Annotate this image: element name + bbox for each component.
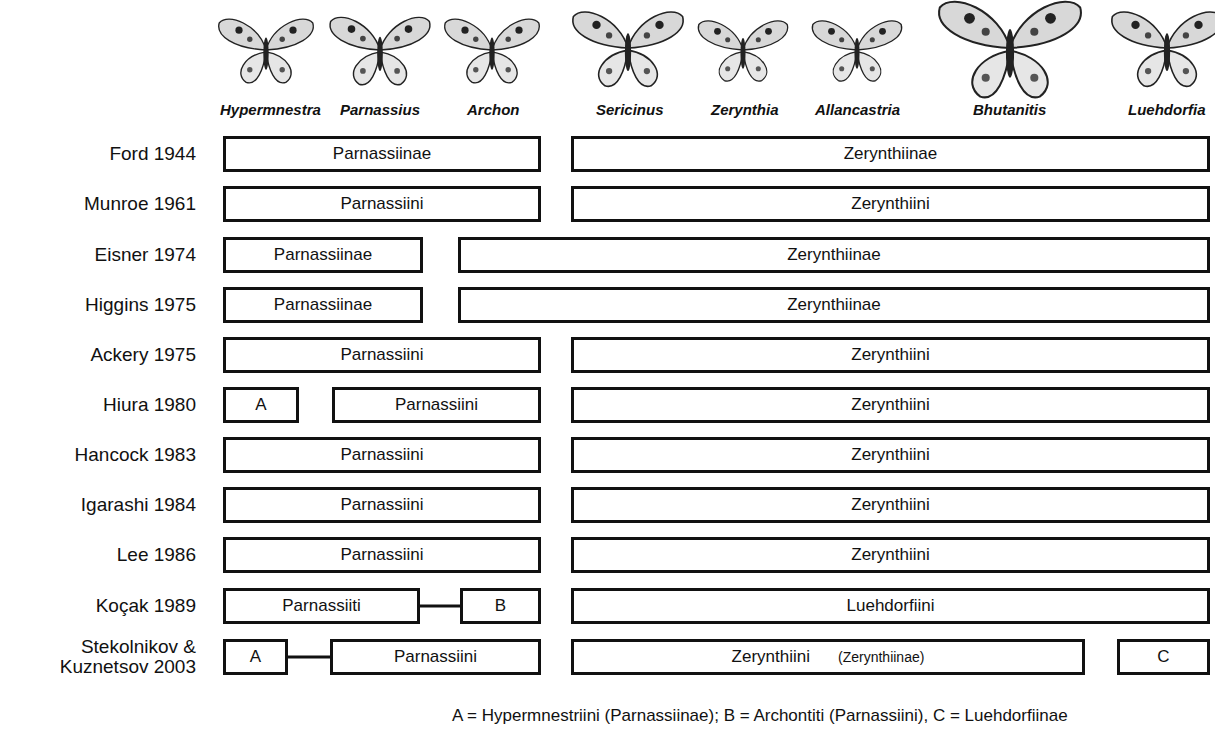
taxon-name: Zerynthiini (851, 194, 929, 214)
taxon-name: Parnassiini (394, 647, 477, 667)
butterfly-illustrations (0, 0, 1215, 100)
taxon-name: Parnassiinae (274, 295, 372, 315)
taxon-box: Parnassiini (332, 387, 541, 423)
legend-note: A = Hypermnestriini (Parnassiinae); B = … (452, 706, 1068, 726)
butterfly-picture (1112, 12, 1215, 86)
taxon-name: Parnassiiti (282, 596, 360, 616)
taxon-name: Parnassiinae (333, 144, 431, 164)
taxon-box: Parnassiini (223, 537, 541, 573)
butterfly-picture (698, 21, 787, 81)
taxon-box: C (1117, 639, 1210, 675)
taxon-name: Zerynthiinae (787, 295, 881, 315)
taxon-name: Parnassiini (340, 345, 423, 365)
genus-name: Archon (467, 101, 520, 118)
butterfly-picture (445, 19, 540, 83)
taxon-name: Zerynthiini (851, 445, 929, 465)
butterfly-picture (219, 19, 314, 83)
taxon-box: Parnassiini (223, 437, 541, 473)
taxon-name: Luehdorfiini (847, 596, 935, 616)
butterfly-picture (939, 2, 1081, 98)
taxon-name: Parnassiini (340, 445, 423, 465)
taxon-name: Zerynthiini (851, 495, 929, 515)
taxon-box: Zerynthiinae (571, 136, 1210, 172)
taxon-box: Zerynthiini (571, 487, 1210, 523)
author-year: Munroe 1961 (0, 182, 196, 226)
taxon-name: Parnassiini (395, 395, 478, 415)
taxon-box: Parnassiini (223, 487, 541, 523)
taxon-box: B (460, 588, 541, 624)
joining-bridge (420, 605, 460, 608)
taxon-name: Zerynthiinae (787, 245, 881, 265)
taxon-name: A (250, 647, 261, 667)
taxon-box: A (223, 387, 299, 423)
taxon-box: Parnassiini (223, 337, 541, 373)
taxon-box: Zerynthiini (571, 337, 1210, 373)
genus-name: Allancastria (815, 101, 900, 118)
genus-name: Luehdorfia (1128, 101, 1206, 118)
taxon-name: Parnassiini (340, 495, 423, 515)
taxon-name: C (1157, 647, 1169, 667)
taxon-name: Parnassiini (340, 194, 423, 214)
taxon-box: Parnassiini (223, 186, 541, 222)
taxon-box: Zerynthiinae (458, 287, 1210, 323)
taxon-box: Parnassiinae (223, 237, 423, 273)
taxon-name: Zerynthiini (851, 345, 929, 365)
taxon-name: Parnassiinae (274, 245, 372, 265)
taxon-name: Zerynthiini (732, 647, 810, 667)
butterfly-picture (330, 17, 430, 84)
genus-name: Zerynthia (711, 101, 779, 118)
taxon-box: Zerynthiini (571, 387, 1210, 423)
taxon-box: A (223, 639, 288, 675)
genus-name: Bhutanitis (973, 101, 1046, 118)
author-year: Igarashi 1984 (0, 483, 196, 527)
taxon-box: Zerynthiini (Zerynthiinae) (571, 639, 1085, 675)
author-year: Ackery 1975 (0, 333, 196, 377)
taxon-name: Zerynthiinae (844, 144, 938, 164)
author-year: Higgins 1975 (0, 283, 196, 327)
author-year: Koçak 1989 (0, 584, 196, 628)
author-year: Hiura 1980 (0, 383, 196, 427)
taxon-box: Zerynthiini (571, 437, 1210, 473)
taxon-box: Parnassiiti (223, 588, 420, 624)
taxon-name: A (255, 395, 266, 415)
taxon-box: Zerynthiini (571, 186, 1210, 222)
genus-name: Hypermnestra (220, 101, 321, 118)
butterfly-picture (573, 12, 683, 86)
taxon-name: B (495, 596, 506, 616)
genus-name: Parnassius (340, 101, 420, 118)
author-year: Eisner 1974 (0, 233, 196, 277)
joining-bridge (288, 656, 330, 659)
butterfly-picture (812, 21, 901, 81)
taxon-name: Zerynthiini (851, 395, 929, 415)
taxon-rank-note: (Zerynthiinae) (838, 649, 924, 665)
author-year: Lee 1986 (0, 533, 196, 577)
taxon-name: Zerynthiini (851, 545, 929, 565)
taxon-box: Parnassiinae (223, 287, 423, 323)
taxon-box: Luehdorfiini (571, 588, 1210, 624)
taxon-box: Zerynthiinae (458, 237, 1210, 273)
taxon-name: Parnassiini (340, 545, 423, 565)
taxon-box: Zerynthiini (571, 537, 1210, 573)
author-year: Stekolnikov & Kuznetsov 2003 (26, 635, 196, 679)
taxon-box: Parnassiini (330, 639, 541, 675)
author-year: Hancock 1983 (0, 433, 196, 477)
genus-name: Sericinus (596, 101, 664, 118)
taxon-box: Parnassiinae (223, 136, 541, 172)
author-year: Ford 1944 (0, 132, 196, 176)
